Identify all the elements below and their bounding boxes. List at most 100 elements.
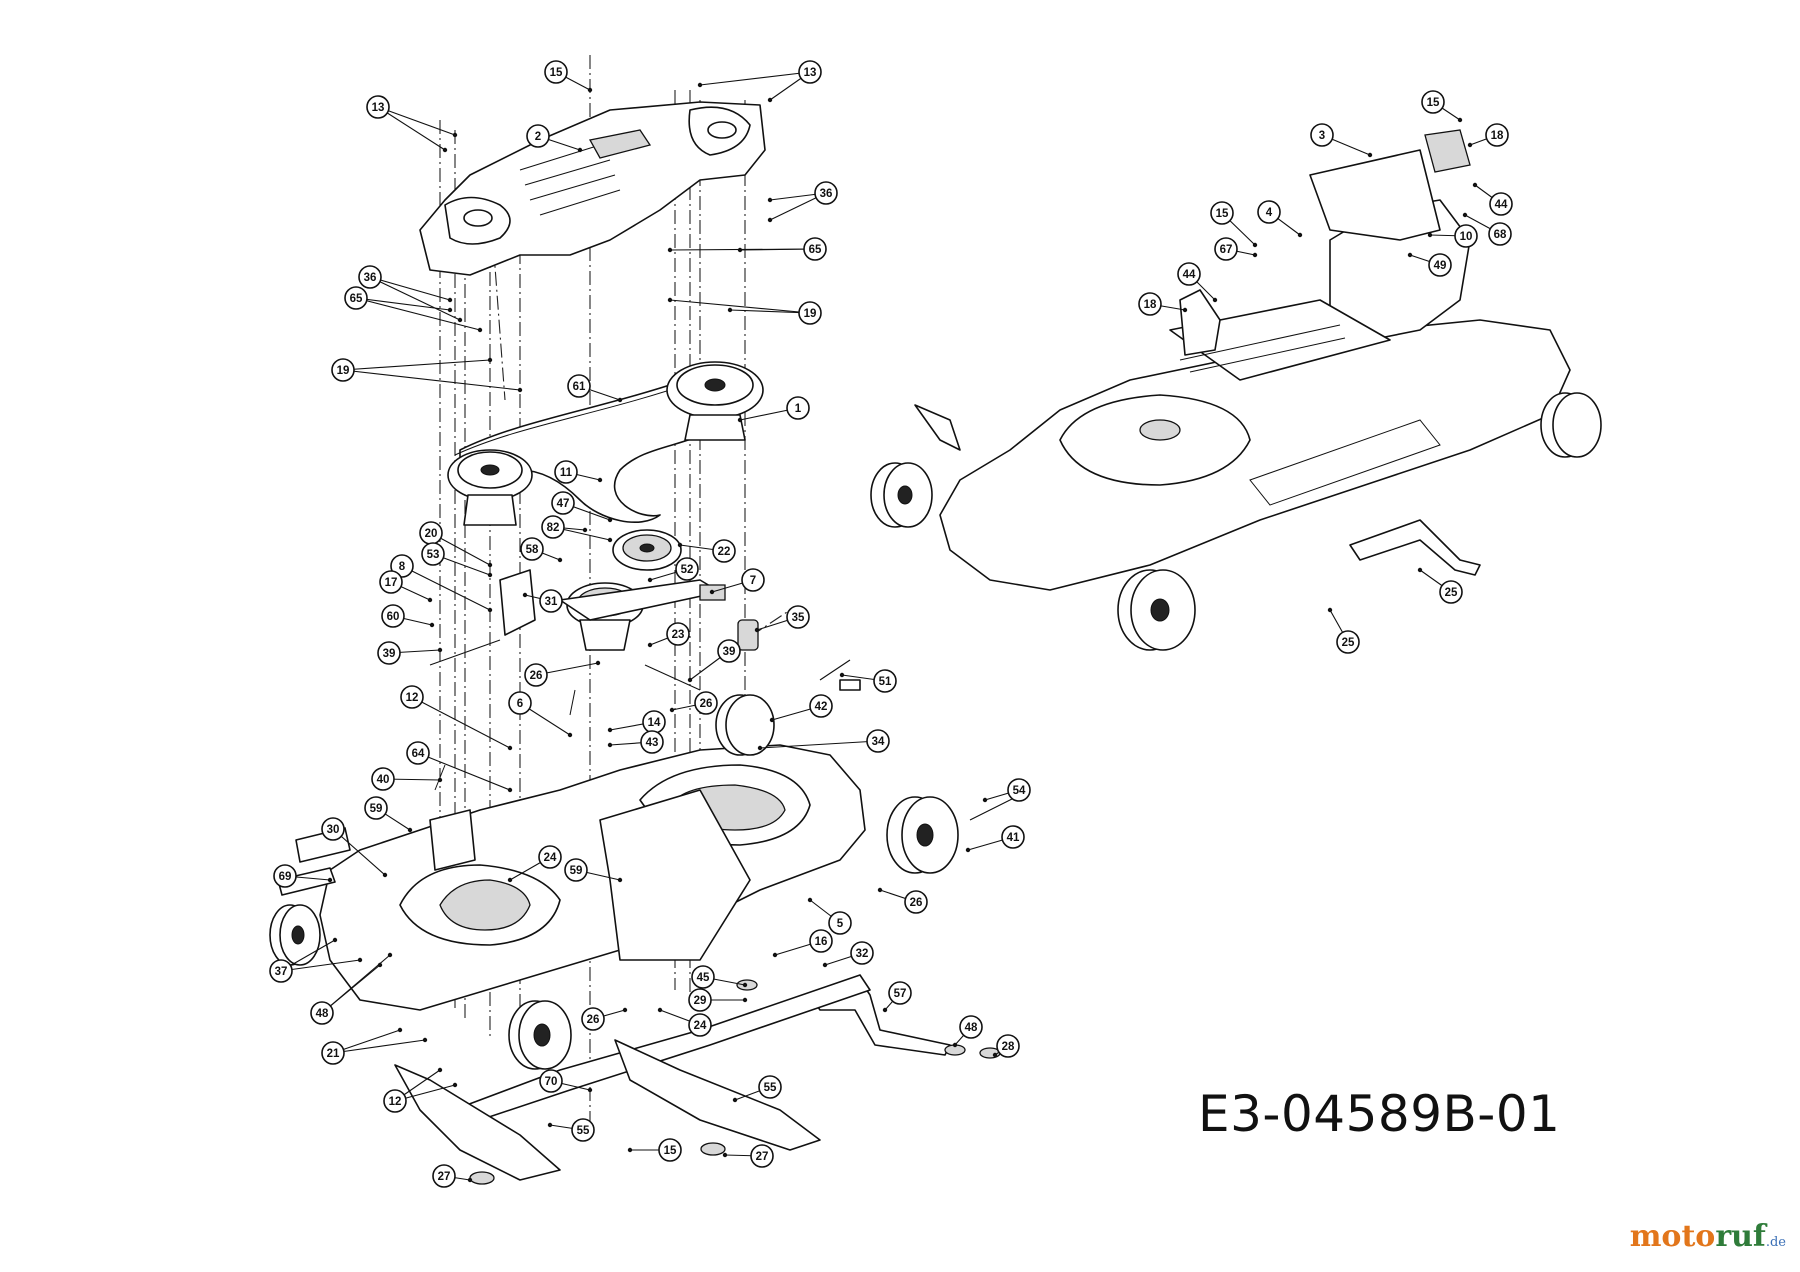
callout-15[interactable]: 15 bbox=[1210, 201, 1258, 248]
callout-18[interactable]: 18 bbox=[1138, 292, 1188, 316]
callout-number: 2 bbox=[535, 131, 541, 143]
callout-52[interactable]: 52 bbox=[647, 557, 699, 583]
callout-44[interactable]: 44 bbox=[1177, 262, 1218, 303]
callout-30[interactable]: 30 bbox=[321, 817, 388, 878]
callout-bubble bbox=[269, 959, 293, 983]
callout-60[interactable]: 60 bbox=[381, 604, 435, 628]
callout-number: 25 bbox=[1342, 637, 1355, 649]
callout-44[interactable]: 44 bbox=[1472, 182, 1513, 216]
callout-8[interactable]: 8 bbox=[390, 554, 493, 613]
callout-54[interactable]: 54 bbox=[982, 778, 1031, 803]
callout-39[interactable]: 39 bbox=[377, 641, 443, 665]
callout-18[interactable]: 18 bbox=[1467, 123, 1509, 148]
callout-68[interactable]: 68 bbox=[1462, 212, 1512, 246]
callout-19[interactable]: 19 bbox=[667, 297, 822, 325]
callout-64[interactable]: 64 bbox=[406, 741, 513, 793]
callout-13[interactable]: 13 bbox=[366, 95, 458, 153]
callout-29[interactable]: 29 bbox=[688, 988, 748, 1012]
callout-bubble bbox=[526, 124, 550, 148]
callout-12[interactable]: 12 bbox=[400, 685, 513, 751]
callout-55[interactable]: 55 bbox=[732, 1075, 782, 1103]
callout-69[interactable]: 69 bbox=[273, 864, 333, 888]
callout-13[interactable]: 13 bbox=[697, 60, 822, 103]
callout-43[interactable]: 43 bbox=[607, 730, 664, 754]
callout-15[interactable]: 15 bbox=[544, 60, 593, 93]
callout-21[interactable]: 21 bbox=[321, 1027, 428, 1065]
callout-65[interactable]: 65 bbox=[667, 237, 827, 261]
callout-6[interactable]: 6 bbox=[508, 691, 573, 738]
callout-55[interactable]: 55 bbox=[547, 1118, 595, 1142]
callout-15[interactable]: 15 bbox=[1421, 90, 1463, 123]
callout-11[interactable]: 11 bbox=[554, 460, 603, 484]
callout-26[interactable]: 26 bbox=[669, 691, 718, 715]
callout-4[interactable]: 4 bbox=[1257, 200, 1303, 238]
callout-2[interactable]: 2 bbox=[526, 124, 583, 153]
callout-41[interactable]: 41 bbox=[965, 825, 1025, 853]
callout-16[interactable]: 16 bbox=[772, 929, 833, 958]
callout-61[interactable]: 61 bbox=[567, 374, 623, 403]
callout-53[interactable]: 53 bbox=[421, 542, 493, 578]
callout-leader-arrowhead bbox=[627, 1147, 633, 1153]
callout-leader-line bbox=[669, 248, 816, 251]
callout-59[interactable]: 59 bbox=[364, 796, 413, 833]
callout-12[interactable]: 12 bbox=[383, 1067, 458, 1113]
callout-5[interactable]: 5 bbox=[807, 897, 852, 935]
callout-leader-arrowhead bbox=[767, 217, 773, 223]
callout-bubble bbox=[538, 845, 562, 869]
callout-25[interactable]: 25 bbox=[1327, 607, 1360, 654]
callout-number: 39 bbox=[383, 648, 396, 660]
callout-48[interactable]: 48 bbox=[952, 1015, 983, 1048]
callout-67[interactable]: 67 bbox=[1214, 237, 1258, 261]
callout-51[interactable]: 51 bbox=[839, 669, 897, 693]
callout-27[interactable]: 27 bbox=[432, 1164, 473, 1188]
callout-26[interactable]: 26 bbox=[877, 887, 928, 914]
callout-82[interactable]: 82 bbox=[541, 515, 613, 543]
callout-7[interactable]: 7 bbox=[709, 568, 765, 595]
callout-bubble bbox=[539, 1069, 563, 1093]
callout-40[interactable]: 40 bbox=[371, 767, 443, 791]
callout-70[interactable]: 70 bbox=[539, 1069, 593, 1093]
callout-24[interactable]: 24 bbox=[507, 845, 562, 883]
callout-65[interactable]: 65 bbox=[344, 286, 483, 333]
callout-36[interactable]: 36 bbox=[358, 265, 463, 323]
callout-31[interactable]: 31 bbox=[522, 589, 563, 613]
callout-35[interactable]: 35 bbox=[754, 605, 810, 633]
callout-14[interactable]: 14 bbox=[607, 710, 666, 734]
brand-logo[interactable]: motoruf.de bbox=[1630, 1219, 1786, 1254]
callout-28[interactable]: 28 bbox=[992, 1034, 1020, 1058]
callout-32[interactable]: 32 bbox=[822, 941, 874, 968]
callout-47[interactable]: 47 bbox=[551, 491, 613, 523]
blade-right bbox=[614, 1039, 821, 1151]
callout-48[interactable]: 48 bbox=[310, 952, 393, 1025]
callout-bubble bbox=[539, 589, 563, 613]
callout-3[interactable]: 3 bbox=[1310, 123, 1373, 158]
callout-number: 69 bbox=[279, 871, 292, 883]
brand-name-part1: moto bbox=[1629, 1219, 1716, 1254]
callout-57[interactable]: 57 bbox=[882, 981, 912, 1013]
callout-36[interactable]: 36 bbox=[767, 181, 838, 223]
callout-42[interactable]: 42 bbox=[769, 694, 833, 723]
callout-leader-arrowhead bbox=[407, 827, 413, 833]
callout-23[interactable]: 23 bbox=[647, 622, 690, 648]
callout-27[interactable]: 27 bbox=[722, 1144, 774, 1168]
callout-24[interactable]: 24 bbox=[657, 1007, 712, 1037]
callout-leader-line bbox=[759, 740, 879, 749]
callout-15[interactable]: 15 bbox=[627, 1138, 682, 1162]
callout-number: 52 bbox=[681, 564, 694, 576]
callout-25[interactable]: 25 bbox=[1417, 567, 1463, 604]
callout-59[interactable]: 59 bbox=[564, 858, 623, 883]
callout-34[interactable]: 34 bbox=[757, 729, 890, 753]
callout-10[interactable]: 10 bbox=[1427, 224, 1478, 248]
callout-26[interactable]: 26 bbox=[524, 660, 601, 687]
callout-17[interactable]: 17 bbox=[379, 570, 433, 603]
callout-37[interactable]: 37 bbox=[269, 937, 363, 983]
callout-bubble bbox=[717, 639, 741, 663]
callout-1[interactable]: 1 bbox=[737, 396, 810, 423]
callout-58[interactable]: 58 bbox=[520, 537, 563, 563]
callout-26[interactable]: 26 bbox=[581, 1007, 628, 1031]
callout-39[interactable]: 39 bbox=[687, 639, 741, 683]
callout-19[interactable]: 19 bbox=[331, 357, 523, 393]
callout-22[interactable]: 22 bbox=[677, 539, 736, 563]
callout-45[interactable]: 45 bbox=[691, 965, 748, 989]
callout-49[interactable]: 49 bbox=[1407, 252, 1452, 277]
